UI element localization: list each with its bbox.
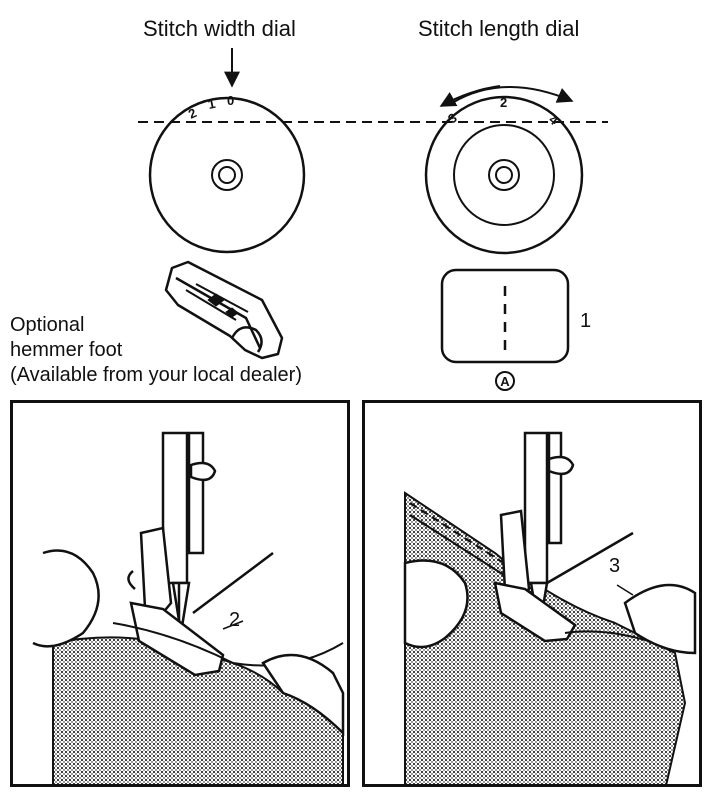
width-tick-0: 0 <box>227 93 234 108</box>
stitch-length-dial: 3 2 4 <box>424 85 584 255</box>
turn-arrow-right-icon <box>451 86 574 104</box>
pattern-number: 1 <box>580 310 592 332</box>
width-tick-1: 1 <box>207 96 217 112</box>
panel-left: 2 <box>10 400 350 787</box>
needle-bar-icon <box>161 431 217 643</box>
panel-right: 3 <box>362 400 702 787</box>
setting-badge-letter: A <box>500 374 510 389</box>
stitch-width-dial-label: Stitch width dial <box>143 16 296 41</box>
thread-line <box>546 531 634 585</box>
stitch-width-dial: 2 1 0 <box>148 93 306 254</box>
hemmer-foot-icon <box>164 260 284 360</box>
left-hand-icon <box>403 559 469 649</box>
callout-3: 3 <box>609 555 621 577</box>
availability-label: (Available from your local dealer) <box>10 364 302 386</box>
right-hand-icon <box>261 653 345 737</box>
turn-arrow-left-icon <box>439 85 501 107</box>
thread-line <box>192 552 274 614</box>
left-hand-icon <box>32 549 100 648</box>
right-hand-icon <box>623 583 697 655</box>
presser-foot-icon <box>493 509 577 643</box>
stitch-pattern-box: A <box>440 268 570 391</box>
stitch-length-dial-label: Stitch length dial <box>418 16 580 41</box>
setting-badge <box>495 371 515 391</box>
hemmer-foot-label: hemmer foot <box>10 339 123 361</box>
callout-2: 2 <box>229 609 241 631</box>
dials-diagram: 2 1 0 3 2 4 A <box>138 48 608 391</box>
length-tick-2: 2 <box>500 95 507 110</box>
optional-label: Optional <box>10 314 85 336</box>
